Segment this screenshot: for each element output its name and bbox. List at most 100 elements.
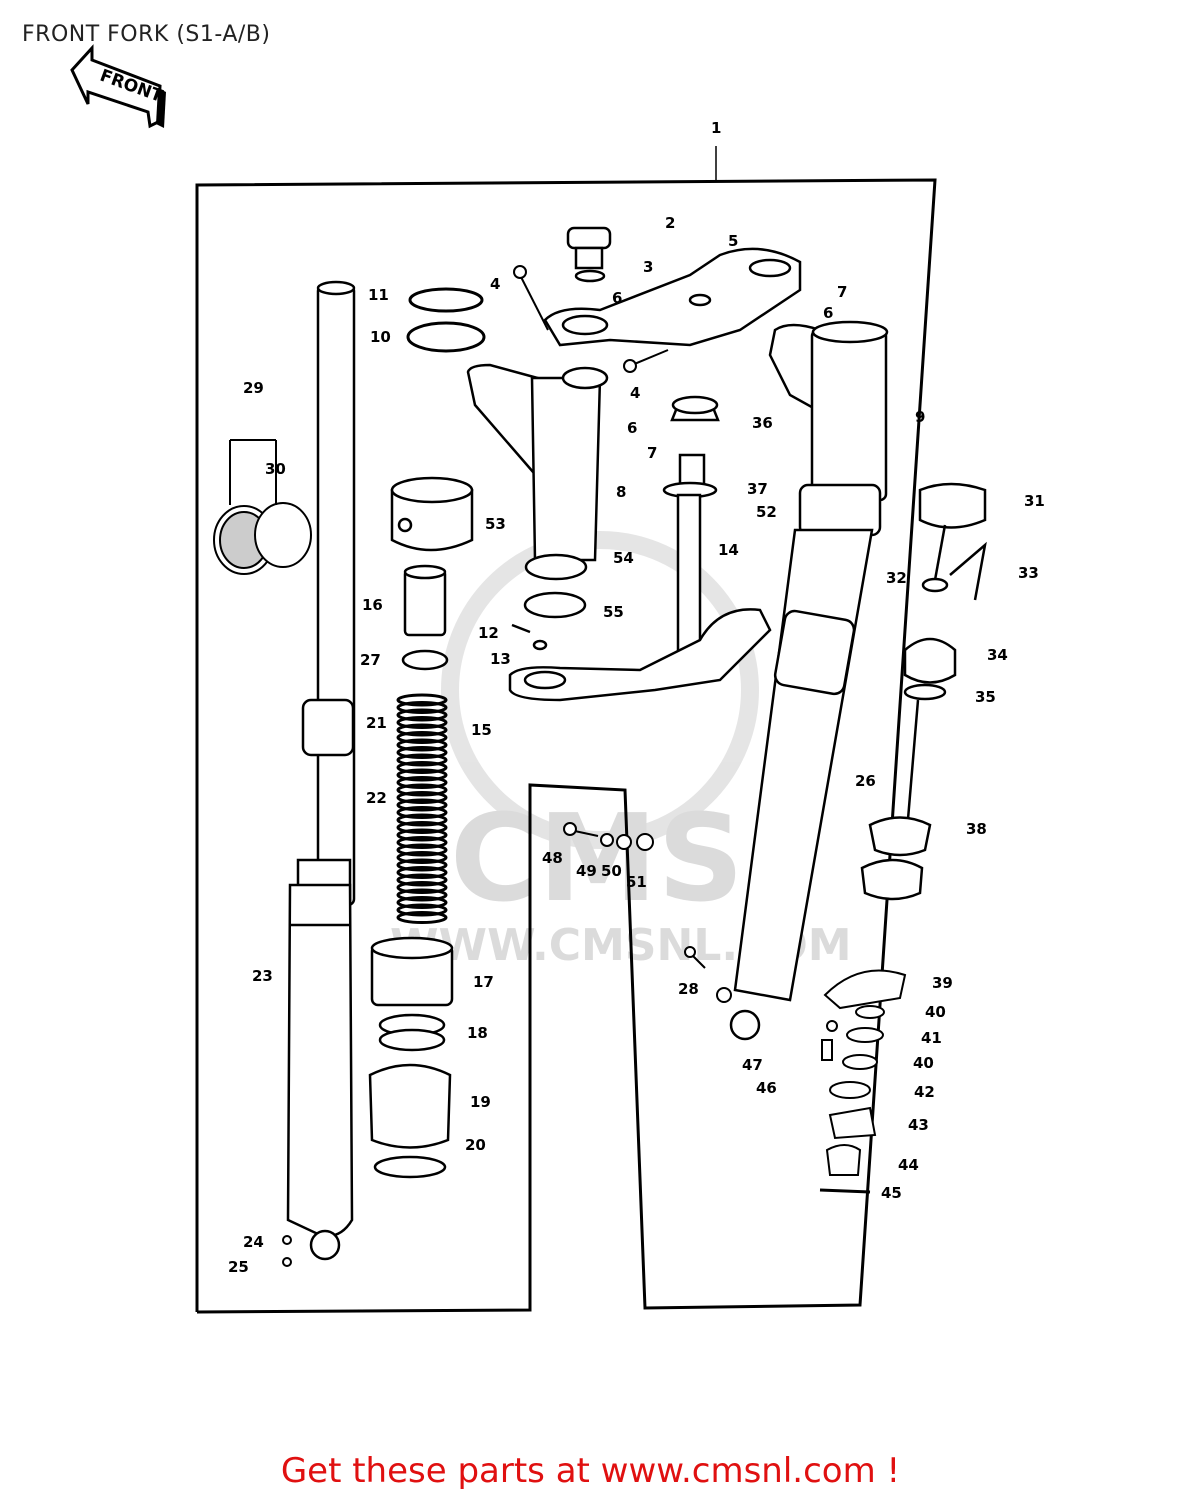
callout-8: 8 bbox=[616, 483, 626, 501]
watermark-brand: CMS bbox=[450, 790, 744, 929]
callout-14: 14 bbox=[718, 541, 739, 559]
callout-45: 45 bbox=[881, 1184, 902, 1202]
page-title: FRONT FORK (S1-A/B) bbox=[22, 22, 271, 47]
spring-coil bbox=[396, 828, 448, 842]
inner-tube-left bbox=[296, 280, 356, 907]
callout-30: 30 bbox=[265, 460, 286, 478]
spring-coil bbox=[396, 731, 448, 744]
callout-50: 50 bbox=[601, 862, 622, 880]
spring-coil bbox=[396, 851, 448, 864]
spring-coil bbox=[396, 866, 448, 879]
callout-12: 12 bbox=[478, 624, 499, 642]
callout-26: 26 bbox=[855, 772, 876, 790]
steering-stem bbox=[508, 395, 772, 702]
spring-coil bbox=[396, 738, 448, 752]
spring-coil bbox=[396, 896, 448, 909]
callout-7: 7 bbox=[837, 283, 847, 301]
callout-9: 9 bbox=[915, 408, 925, 426]
callout-6: 6 bbox=[823, 304, 833, 322]
spacers-and-bearings bbox=[390, 476, 588, 671]
callout-23: 23 bbox=[252, 967, 273, 985]
callout-7: 7 bbox=[647, 444, 657, 462]
callout-44: 44 bbox=[898, 1156, 919, 1174]
bearing-races bbox=[860, 816, 932, 901]
spring-coil bbox=[396, 821, 448, 834]
callout-38: 38 bbox=[966, 820, 987, 838]
spring-coil bbox=[396, 881, 448, 894]
callout-1: 1 bbox=[711, 119, 721, 137]
exploded-parts-diagram: FRONT CMS WWW.CMSNL.COM bbox=[70, 44, 1045, 1314]
spring-coil bbox=[396, 843, 448, 857]
pinch-bolts bbox=[513, 265, 669, 373]
callout-35: 35 bbox=[975, 688, 996, 706]
callout-31: 31 bbox=[1024, 492, 1045, 510]
spring-coil bbox=[396, 806, 448, 819]
callout-40: 40 bbox=[925, 1003, 946, 1021]
damper-hardware bbox=[684, 946, 907, 1194]
callout-52: 52 bbox=[756, 503, 777, 521]
callout-55: 55 bbox=[603, 603, 624, 621]
callout-37: 37 bbox=[747, 480, 768, 498]
callout-13: 13 bbox=[490, 650, 511, 668]
cmsnl-parts-link[interactable]: Get these parts at www.cmsnl.com ! bbox=[280, 1451, 901, 1491]
callout-43: 43 bbox=[908, 1116, 929, 1134]
spring-coil bbox=[396, 888, 448, 902]
spring-coil bbox=[396, 858, 448, 872]
callout-16: 16 bbox=[362, 596, 383, 614]
callout-3: 3 bbox=[643, 258, 653, 276]
front-arrow-icon: FRONT bbox=[70, 44, 166, 129]
callout-21: 21 bbox=[366, 714, 387, 732]
stem-nut bbox=[566, 226, 612, 283]
callout-6: 6 bbox=[612, 289, 622, 307]
spring-coil bbox=[396, 693, 448, 707]
callout-48: 48 bbox=[542, 849, 563, 867]
axle-hardware bbox=[282, 822, 654, 1267]
spring-coil bbox=[396, 753, 448, 767]
callout-15: 15 bbox=[471, 721, 492, 739]
headlight-bracket-left bbox=[466, 363, 609, 562]
spring-coil bbox=[396, 701, 448, 714]
steering-damper-knob bbox=[903, 482, 987, 856]
callout-53: 53 bbox=[485, 515, 506, 533]
callout-41: 41 bbox=[921, 1029, 942, 1047]
callout-25: 25 bbox=[228, 1258, 249, 1276]
callout-27: 27 bbox=[360, 651, 381, 669]
spring-coil bbox=[396, 776, 448, 789]
callout-36: 36 bbox=[752, 414, 773, 432]
spring-coil bbox=[396, 813, 448, 827]
spring-coil bbox=[396, 791, 448, 804]
spring-coil bbox=[396, 708, 448, 722]
callout-40: 40 bbox=[913, 1054, 934, 1072]
callout-2: 2 bbox=[665, 214, 675, 232]
outer-tube-right bbox=[729, 528, 874, 1041]
callout-6: 6 bbox=[627, 419, 637, 437]
spring-coil bbox=[396, 716, 448, 729]
callout-5: 5 bbox=[728, 232, 738, 250]
callout-32: 32 bbox=[886, 569, 907, 587]
callout-34: 34 bbox=[987, 646, 1008, 664]
callout-29: 29 bbox=[243, 379, 264, 397]
callout-22: 22 bbox=[366, 789, 387, 807]
callout-49: 49 bbox=[576, 862, 597, 880]
callout-54: 54 bbox=[613, 549, 634, 567]
spring-coil bbox=[396, 836, 448, 849]
top-bracket bbox=[543, 247, 802, 347]
spring-coil bbox=[396, 873, 448, 887]
callout-19: 19 bbox=[470, 1093, 491, 1111]
spring-coil bbox=[396, 783, 448, 797]
spring-coil bbox=[396, 798, 448, 812]
callout-46: 46 bbox=[756, 1079, 777, 1097]
callout-47: 47 bbox=[742, 1056, 763, 1074]
callout-33: 33 bbox=[1018, 564, 1039, 582]
spring-coil bbox=[396, 723, 448, 737]
spring-coil bbox=[396, 761, 448, 774]
callout-42: 42 bbox=[914, 1083, 935, 1101]
callout-17: 17 bbox=[473, 973, 494, 991]
callout-28: 28 bbox=[678, 980, 699, 998]
callout-20: 20 bbox=[465, 1136, 486, 1154]
callout-10: 10 bbox=[370, 328, 391, 346]
callout-24: 24 bbox=[243, 1233, 264, 1251]
callout-4: 4 bbox=[490, 275, 500, 293]
outer-tube-left bbox=[286, 883, 354, 1261]
